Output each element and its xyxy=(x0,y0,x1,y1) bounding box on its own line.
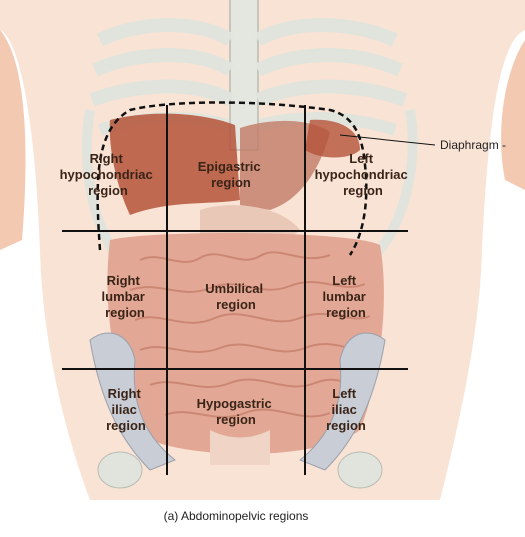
diaphragm-line xyxy=(96,101,368,256)
label-left-iliac: Left iliac region xyxy=(326,386,366,433)
diaphragm-callout-label: Diaphragm - xyxy=(440,138,506,152)
label-hypogastric: Hypogastric region xyxy=(197,396,276,427)
label-epigastric: Epigastric region xyxy=(198,159,264,190)
region-labels: Right hypochondriac region Epigastric re… xyxy=(60,151,412,433)
label-umbilical: Umbilical region xyxy=(205,281,266,312)
label-left-hypochondriac: Left hypochondriac region xyxy=(315,151,412,198)
label-right-lumbar: Right lumbar region xyxy=(102,273,149,320)
label-left-lumbar: Left lumbar region xyxy=(323,273,370,320)
pelvis xyxy=(89,332,386,471)
figure-caption: (a) Abdominopelvic regions xyxy=(164,509,309,523)
region-grid xyxy=(62,105,408,475)
hip-bones xyxy=(97,451,383,489)
diaphragm-callout-line xyxy=(339,134,436,146)
label-right-hypochondriac: Right hypochondriac region xyxy=(60,151,157,198)
label-right-iliac: Right iliac region xyxy=(106,386,146,433)
